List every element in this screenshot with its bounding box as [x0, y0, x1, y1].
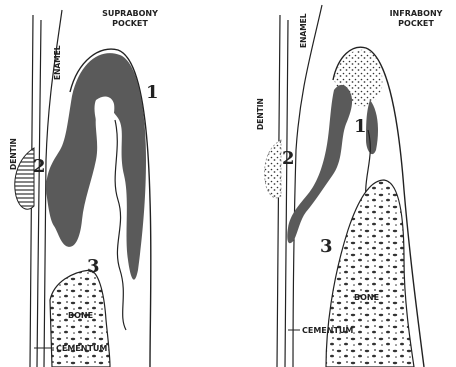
label-1-left: 1 — [146, 82, 159, 103]
bone-label-left: BONE — [68, 311, 93, 320]
enamel-line-right — [285, 20, 288, 367]
suprabony-title-line2: POCKET — [112, 19, 148, 28]
dentin-label-left: DENTIN — [9, 138, 18, 170]
infrabony-title-line2: POCKET — [398, 19, 434, 28]
inflamed-tissue-right — [287, 85, 352, 243]
label-1-right: 1 — [354, 116, 367, 137]
label-3-right: 3 — [320, 236, 333, 257]
label-2-left: 2 — [33, 156, 46, 177]
bone-label-right: BONE — [354, 293, 379, 302]
infrabony-title-line1: INFRABONY — [390, 9, 443, 18]
dentin-label-right: DENTIN — [256, 98, 265, 130]
pocket-lumen — [95, 97, 115, 150]
alveolar-bone-right — [326, 180, 414, 367]
suprabony-title-line1: SUPRABONY — [102, 9, 158, 18]
enamel-label-left: ENAMEL — [53, 45, 62, 80]
enamel-label-right: ENAMEL — [299, 13, 308, 48]
label-2-right: 2 — [282, 148, 295, 169]
infrabony-panel: INFRABONY POCKET DENTIN ENAMEL 1 2 3 BON… — [256, 5, 443, 367]
inflamed-tissue-right-inner — [366, 100, 378, 154]
enamel-line — [37, 20, 41, 367]
label-3-left: 3 — [87, 256, 100, 277]
calculus-deposit-right — [265, 140, 281, 198]
cementum-label-left: CEMENTUM — [56, 344, 107, 353]
cementum-label-right: CEMENTUM — [302, 326, 353, 335]
suprabony-panel: SUPRABONY POCKET DENTIN ENAMEL 1 2 3 BON… — [9, 9, 159, 367]
inflamed-tissue — [46, 53, 146, 280]
